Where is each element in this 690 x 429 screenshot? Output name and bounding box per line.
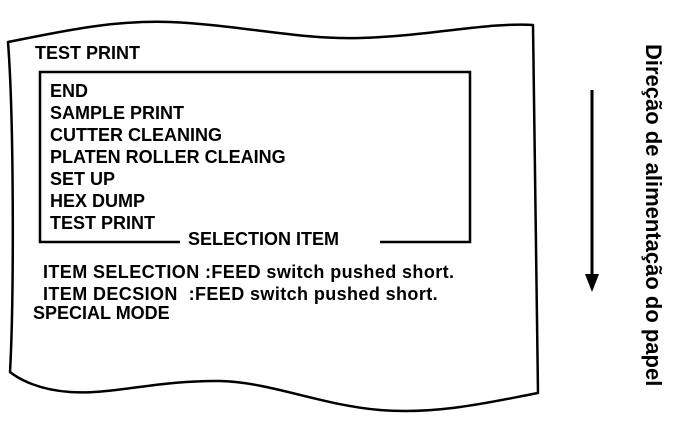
menu-item-hex-dump: HEX DUMP (50, 191, 146, 211)
special-mode-label: SPECIAL MODE (33, 303, 170, 323)
instruction-item-selection: ITEM SELECTION :FEED switch pushed short… (43, 262, 455, 282)
paper-header: TEST PRINT (35, 43, 141, 63)
menu-item-end: END (50, 81, 89, 101)
menu-item-set-up: SET UP (50, 169, 116, 189)
menu-item-platen-roller-cleaning: PLATEN ROLLER CLEAING (50, 147, 286, 167)
paper-outline (6, 20, 540, 413)
menu-item-test-print: TEST PRINT (50, 213, 156, 233)
selection-box-border (38, 70, 472, 244)
menu-item-cutter-cleaning: CUTTER CLEANING (50, 125, 222, 145)
arrow-down-icon (585, 90, 599, 292)
feed-direction-label: Direção de alimentação do papel (641, 44, 666, 387)
selection-box-caption: SELECTION ITEM (188, 229, 340, 249)
menu-item-sample-print: SAMPLE PRINT (50, 103, 185, 123)
selection-menu: END SAMPLE PRINT CUTTER CLEANING PLATEN … (50, 80, 286, 234)
instruction-item-decision: ITEM DECSION :FEED switch pushed short. (43, 284, 439, 304)
